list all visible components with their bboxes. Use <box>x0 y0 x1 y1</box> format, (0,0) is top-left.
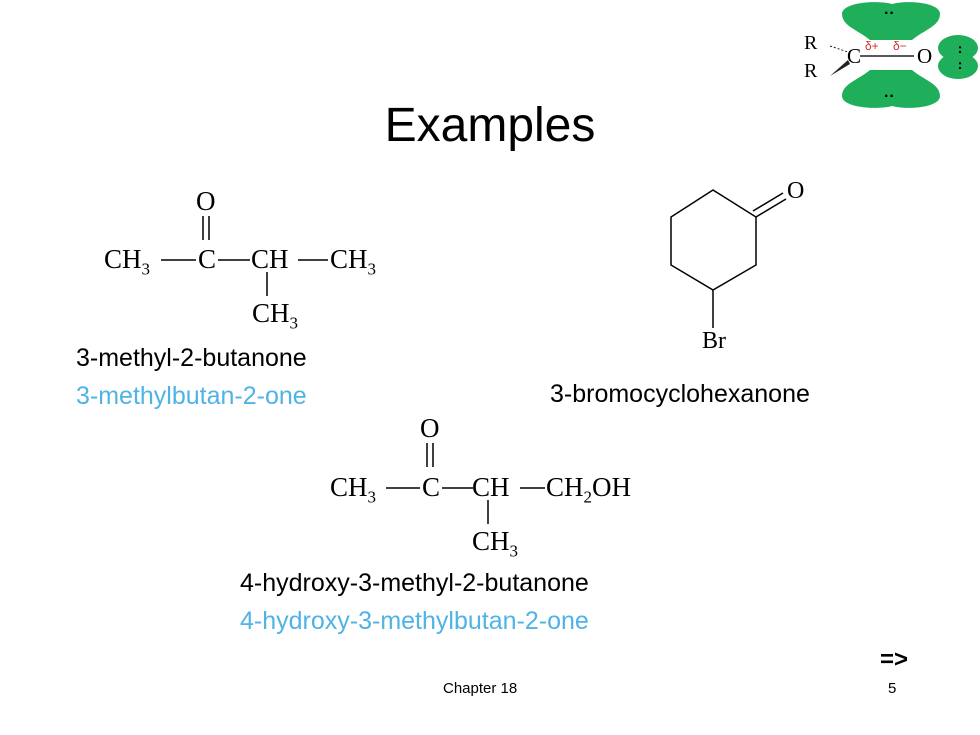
c3-iupac-name: 4-hydroxy-3-methylbutan-2-one <box>240 607 589 635</box>
c1-ch3-right: CH3 <box>330 244 377 279</box>
pi-lobe-bottom <box>842 70 940 108</box>
footer-chapter: Chapter 18 <box>443 680 518 697</box>
c1-ch: CH <box>251 244 289 274</box>
delta-minus: δ− <box>893 39 907 53</box>
c3-common-name: 4-hydroxy-3-methyl-2-butanone <box>240 569 589 597</box>
page-number: 5 <box>888 680 897 697</box>
carbonyl-polarity-icon: R R C O δ+ δ− ·· ·· ·· ·· <box>800 0 980 110</box>
slide-title: Examples <box>384 99 596 152</box>
delta-plus: δ+ <box>865 39 879 53</box>
c3-ch3-branch: CH3 <box>472 526 519 561</box>
c3-oxygen: O <box>420 413 440 443</box>
c1-oxygen: O <box>196 186 216 216</box>
r-group-2: R <box>804 60 818 82</box>
c1-ch3-left: CH3 <box>104 244 151 279</box>
c1-common-name: 3-methyl-2-butanone <box>76 344 307 372</box>
lone-pair-lobe-lower <box>938 53 978 79</box>
lone-pair-top: ·· <box>884 5 895 22</box>
lone-pair-lobe-upper <box>938 35 978 61</box>
next-slide-arrow: => <box>880 646 909 673</box>
pi-lobe-top <box>842 2 940 40</box>
c3-ch2oh: CH2OH <box>546 472 632 507</box>
c3-carbonyl-carbon: C <box>422 472 441 502</box>
c3-ch: CH <box>472 472 510 502</box>
wedge-bond <box>830 60 850 76</box>
c2-name: 3-bromocyclohexanone <box>550 380 810 408</box>
c2-bromine: Br <box>702 328 726 354</box>
c1-ch3-branch: CH3 <box>252 298 299 333</box>
c3-ch3-left: CH3 <box>330 472 377 507</box>
lone-pair-bottom: ·· <box>884 88 895 105</box>
c1-carbonyl-carbon: C <box>198 244 217 274</box>
r-group-1: R <box>804 32 818 54</box>
carbonyl-carbon: C <box>847 44 862 68</box>
c2-oxygen: O <box>787 178 805 204</box>
carbonyl-oxygen: O <box>917 44 933 68</box>
carbonyl-orbital-diagram <box>829 2 978 108</box>
c1-iupac-name: 3-methylbutan-2-one <box>76 382 307 410</box>
